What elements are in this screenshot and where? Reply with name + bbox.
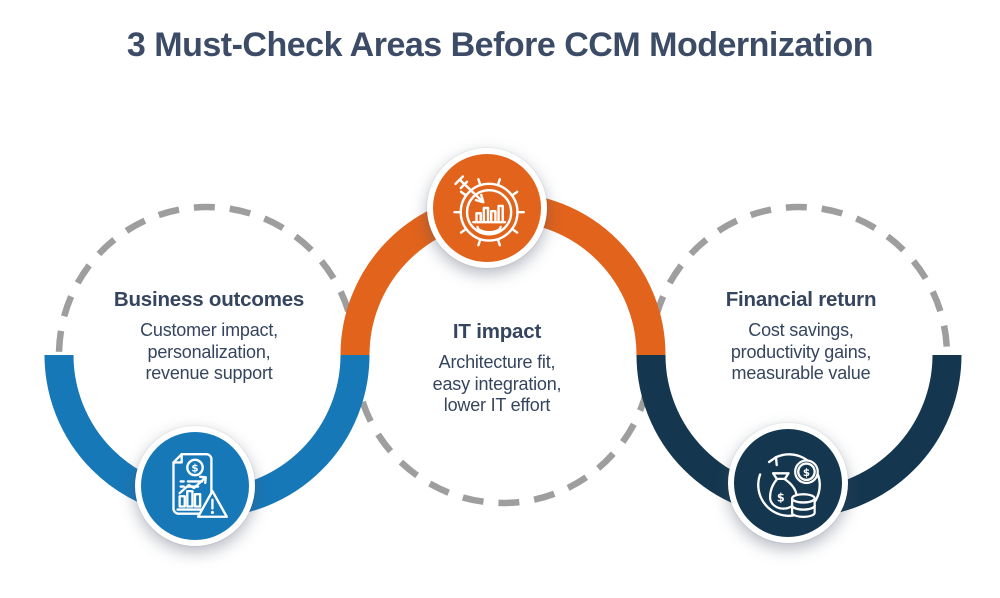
money-growth-icon: $ $ <box>757 453 821 518</box>
financial-return-heading: Financial return <box>725 288 877 311</box>
financial-report-warning-icon: $ <box>172 453 228 518</box>
business-outcomes-line: Customer impact, <box>140 320 278 340</box>
business-outcomes-text-block: Business outcomes Customer impact, perso… <box>69 288 349 385</box>
it-impact-line: easy integration, <box>432 373 562 394</box>
business-outcomes-heading: Business outcomes <box>113 288 305 311</box>
gear-bar-chart-icon <box>453 175 525 247</box>
page-title: 3 Must-Check Areas Before CCM Modernizat… <box>126 26 874 64</box>
business-outcomes-badge: $ <box>135 426 255 546</box>
it-impact-heading: IT impact <box>452 320 542 343</box>
financial-return-text-block: Financial return Cost savings, productiv… <box>661 288 941 385</box>
financial-return-badge: $ $ <box>728 423 848 543</box>
it-impact-line: Architecture fit, <box>438 352 556 372</box>
it-impact-badge <box>427 148 547 268</box>
it-impact-text-block: IT impact Architecture fit, easy integra… <box>357 320 637 417</box>
business-outcomes-line: revenue support <box>145 363 273 383</box>
business-outcomes-line: personalization, <box>147 341 271 362</box>
financial-return-line: Cost savings, <box>748 320 854 340</box>
it-impact-line: lower IT effort <box>443 395 551 415</box>
financial-return-line: productivity gains, <box>730 341 872 362</box>
svg-text:$: $ <box>777 491 785 504</box>
svg-text:$: $ <box>191 463 198 475</box>
financial-return-line: measurable value <box>731 363 871 383</box>
svg-text:$: $ <box>803 467 810 479</box>
